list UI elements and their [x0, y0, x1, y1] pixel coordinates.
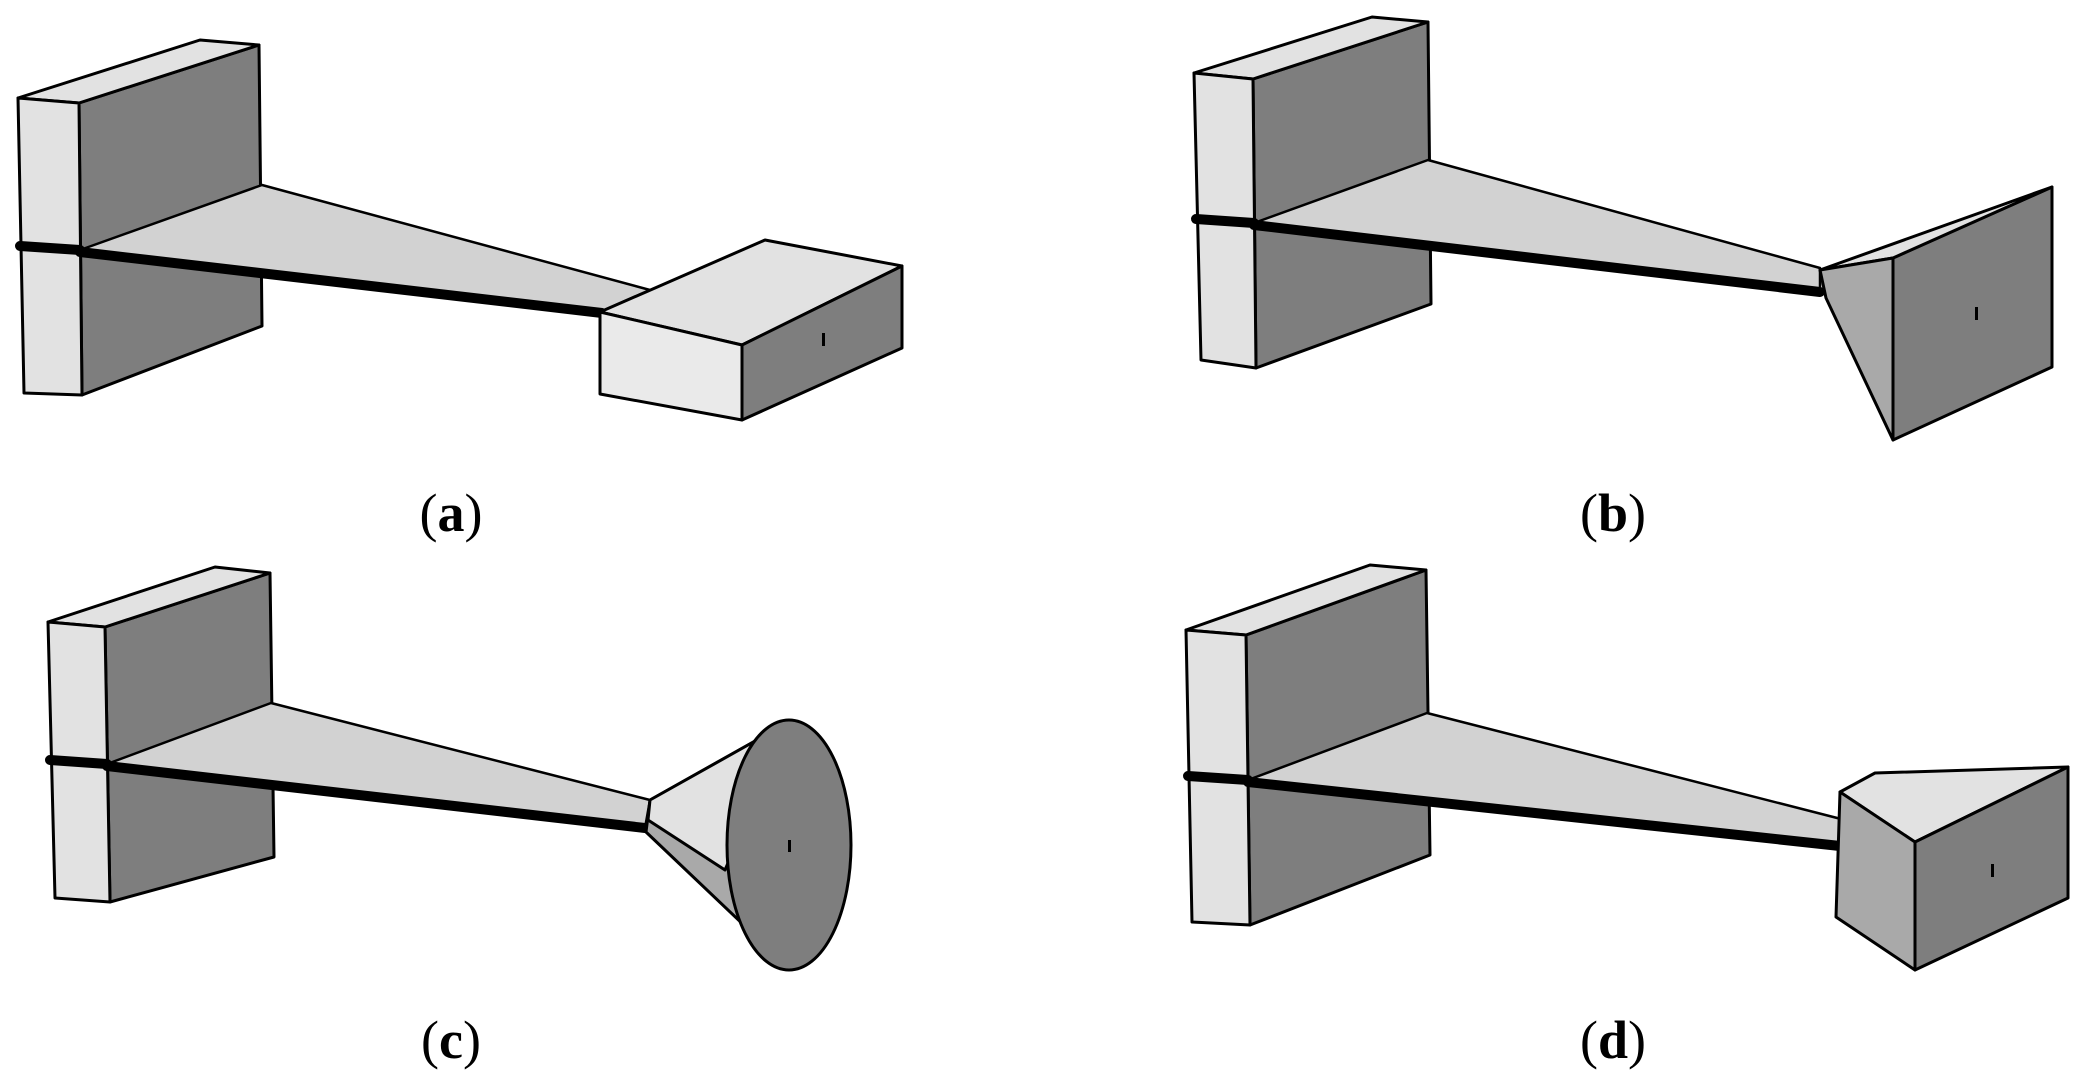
- panel-label-d: (d): [1579, 1010, 1646, 1070]
- panel-d: [1183, 563, 2070, 972]
- pyramidal-horn-b: [1818, 185, 2054, 442]
- panel-c: [45, 565, 853, 972]
- beam-b: [1249, 158, 1825, 297]
- triangular-prism-d: [1834, 765, 2070, 972]
- tip-mass-block-a: [598, 238, 904, 422]
- panel-label-a: (a): [419, 483, 483, 543]
- panel-label-b: (b): [1579, 483, 1646, 543]
- panel-label-c: (c): [421, 1010, 481, 1070]
- panel-b: [1191, 15, 2054, 442]
- panel-a: [15, 38, 904, 422]
- conical-horn-c: [644, 718, 853, 972]
